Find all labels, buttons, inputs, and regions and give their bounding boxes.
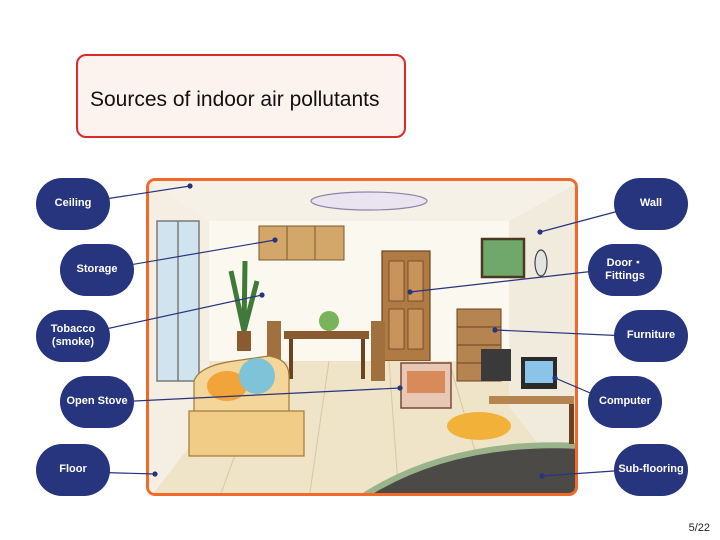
page-number: 5/22: [688, 522, 710, 534]
label-tobacco-smoke: Tobacco (smoke): [36, 310, 110, 362]
label-computer: Computer: [588, 376, 662, 428]
label-storage: Storage: [60, 244, 134, 296]
room-illustration: [149, 181, 575, 493]
label-ceiling: Ceiling: [36, 178, 110, 230]
page-title: Sources of indoor air pollutants: [90, 88, 380, 111]
label-floor: Floor: [36, 444, 110, 496]
title-box: Sources of indoor air pollutants: [76, 54, 406, 138]
room-illustration-frame: [146, 178, 578, 496]
label-door-fittings: Door・Fittings: [588, 244, 662, 296]
label-sub-flooring: Sub-flooring: [614, 444, 688, 496]
label-wall: Wall: [614, 178, 688, 230]
label-open-stove: Open Stove: [60, 376, 134, 428]
label-furniture: Furniture: [614, 310, 688, 362]
